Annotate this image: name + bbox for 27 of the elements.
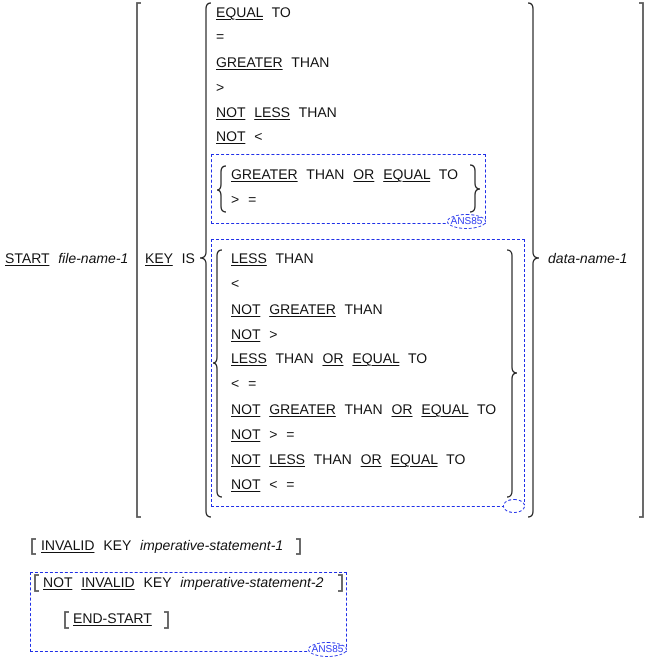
- dashed-ellipse-tag: ANS85: [308, 642, 347, 657]
- syntax-text: START file-name-1: [5, 250, 128, 266]
- syntax-option: >: [216, 79, 224, 95]
- syntax-option: EQUAL TO: [216, 4, 291, 20]
- syntax-option: GREATER THAN: [216, 54, 330, 70]
- syntax-option: =: [216, 28, 224, 44]
- syntax-option: NOT <: [216, 128, 262, 144]
- dashed-ellipse-tag: ANS85: [447, 214, 486, 229]
- syntax-option: NOT > =: [231, 426, 294, 442]
- parameter-name: data-name-1: [548, 250, 628, 266]
- syntax-text: KEY IS: [145, 250, 195, 266]
- syntax-option: LESS THAN: [231, 250, 314, 266]
- syntax-option: NOT GREATER THAN OR EQUAL TO: [231, 401, 496, 417]
- dashed-ellipse-icon: [503, 499, 525, 513]
- syntax-option: < =: [231, 375, 256, 391]
- syntax-option: > =: [231, 191, 256, 207]
- syntax-option: END-START: [73, 610, 152, 626]
- syntax-option: NOT GREATER THAN: [231, 301, 383, 317]
- syntax-option: LESS THAN OR EQUAL TO: [231, 350, 428, 366]
- syntax-option: NOT < =: [231, 476, 294, 492]
- syntax-option: GREATER THAN OR EQUAL TO: [231, 166, 458, 182]
- syntax-option: NOT LESS THAN: [216, 104, 337, 120]
- syntax-option: NOT >: [231, 326, 278, 342]
- syntax-option: <: [231, 275, 240, 291]
- syntax-text: INVALID KEY imperative-statement-1: [41, 537, 284, 553]
- syntax-option: NOT LESS THAN OR EQUAL TO: [231, 451, 466, 467]
- syntax-option: NOT INVALID KEY imperative-statement-2: [43, 574, 324, 590]
